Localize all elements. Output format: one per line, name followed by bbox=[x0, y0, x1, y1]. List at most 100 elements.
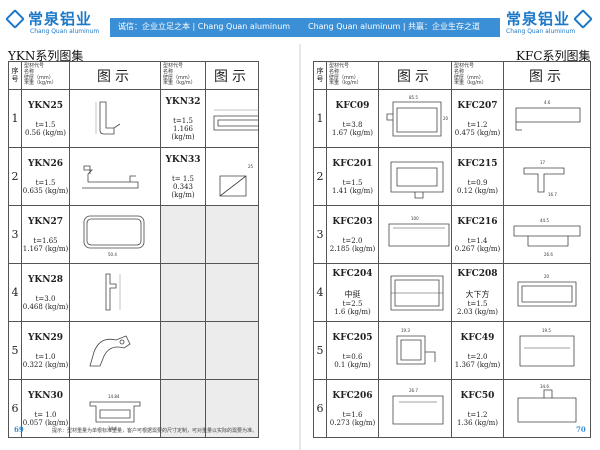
logo-diamond-icon bbox=[5, 8, 25, 29]
svg-text:20: 20 bbox=[544, 274, 550, 279]
profile-section-icon: 85.520 bbox=[386, 95, 449, 137]
profile-drawing bbox=[69, 263, 161, 322]
svg-text:25: 25 bbox=[248, 164, 254, 169]
profile-section-icon: 26.7 bbox=[392, 388, 444, 425]
info-header-line: 名称 bbox=[329, 68, 340, 75]
profile-section-icon: 44.526.6 bbox=[513, 218, 581, 257]
right-logo: 常泉铝业 Chang Quan aluminum bbox=[506, 8, 593, 35]
unit-weight: 0.057 (kg/m) bbox=[22, 418, 69, 427]
profile-info: KFC216 t=1.4 0.267 (kg/m) bbox=[451, 205, 504, 264]
wall-thickness: t=1.65 bbox=[33, 236, 58, 245]
unit-weight: 1.36 (kg/m) bbox=[457, 418, 498, 427]
profile-drawing: 100 bbox=[378, 205, 452, 264]
logo-english: Chang Quan aluminum bbox=[506, 28, 576, 35]
profile-info: YKN32 t=1.5 1.166 (kg/m) bbox=[160, 89, 206, 148]
row-number: 1 bbox=[313, 89, 327, 148]
info-header-line: 壁厚（mm） bbox=[24, 74, 54, 81]
svg-text:44.5: 44.5 bbox=[540, 218, 549, 223]
wall-thickness: t=1.0 bbox=[35, 352, 56, 361]
left-slogan: 诚信：企业立足之本 | Chang Quan aluminum bbox=[118, 22, 291, 31]
profile-code: YKN28 bbox=[28, 274, 63, 285]
profile-section-icon bbox=[390, 275, 444, 311]
table-row: 4 YKN28 t=3.0 0.468 (kg/m) bbox=[8, 263, 259, 322]
profile-code: YKN27 bbox=[28, 216, 63, 227]
unit-weight: 1.167 (kg/m) bbox=[22, 244, 69, 253]
svg-text:14.4: 14.4 bbox=[108, 426, 117, 431]
profile-info: KFC204 中挺 t=2.5 1.6 (kg/m) bbox=[326, 263, 379, 322]
svg-text:85.5: 85.5 bbox=[409, 95, 418, 100]
profile-code: YKN26 bbox=[28, 158, 63, 169]
profile-section-icon bbox=[95, 101, 121, 135]
wall-thickness: t=1.6 bbox=[342, 410, 363, 419]
table-row: 3 YKN27 t=1.65 1.167 (kg/m) 50.4 bbox=[8, 205, 259, 264]
row-number: 4 bbox=[8, 263, 22, 322]
info-header: 型材代号名称壁厚（mm）米重（kg/m） bbox=[326, 61, 379, 90]
profile-code: KFC205 bbox=[332, 332, 373, 343]
profile-drawing: 25 bbox=[205, 147, 259, 206]
info-header: 型材代号名称壁厚（mm）米重（kg/m） bbox=[21, 61, 70, 90]
profile-code: KFC208 bbox=[457, 269, 498, 279]
profile-section-icon bbox=[82, 165, 139, 189]
index-header: 序号 bbox=[313, 61, 327, 90]
profile-info: YKN27 t=1.65 1.167 (kg/m) bbox=[21, 205, 70, 264]
profile-info: KFC208 大下方 t=1.5 2.03 (kg/m) bbox=[451, 263, 504, 322]
info-header-line: 米重（kg/m） bbox=[454, 80, 487, 87]
profile-drawing: 17 bbox=[205, 89, 259, 148]
table-row: 4 KFC204 中挺 t=2.5 1.6 (kg/m) KFC208 大下方 … bbox=[313, 263, 591, 322]
unit-weight: 1.41 (kg/m) bbox=[332, 186, 373, 195]
svg-text:19.3: 19.3 bbox=[401, 328, 410, 333]
svg-text:16.7: 16.7 bbox=[548, 192, 557, 197]
left-logo: 常泉铝业 Chang Quan aluminum bbox=[5, 8, 99, 35]
profile-info: YKN29 t=1.0 0.322 (kg/m) bbox=[21, 321, 70, 380]
profile-name: 大下方 bbox=[465, 290, 490, 299]
profile-code: KFC203 bbox=[332, 216, 373, 227]
profile-code: KFC215 bbox=[457, 158, 498, 169]
svg-text:19.5: 19.5 bbox=[542, 328, 551, 333]
wall-thickness: t=1.5 bbox=[173, 116, 193, 125]
unit-weight: 0.12 (kg/m) bbox=[457, 186, 498, 195]
table-row: 3 KFC203 t=2.0 2.185 (kg/m)100 KFC216 t=… bbox=[313, 205, 591, 264]
wall-thickness: t=2.5 bbox=[342, 300, 363, 308]
profile-code: KFC204 bbox=[332, 269, 373, 279]
profile-drawing: 4.6 bbox=[503, 89, 591, 148]
right-page-title: KFC系列图集 bbox=[516, 49, 591, 63]
index-header: 序号 bbox=[8, 61, 22, 90]
figure-header: 图示 bbox=[69, 61, 161, 90]
profile-code: KFC201 bbox=[332, 158, 373, 169]
figure-header: 图示 bbox=[205, 61, 259, 90]
profile-code: YKN32 bbox=[165, 96, 201, 107]
right-header: Chang Quan aluminum | 共赢：企业生存之道 常泉铝业 Cha… bbox=[300, 0, 600, 44]
empty-info-cell bbox=[160, 205, 206, 264]
unit-weight: 0.273 (kg/m) bbox=[329, 418, 376, 427]
info-header-line: 名称 bbox=[24, 68, 35, 75]
info-header-line: 壁厚（mm） bbox=[163, 74, 193, 81]
svg-text:4.6: 4.6 bbox=[544, 100, 551, 105]
profile-code: KFC216 bbox=[457, 216, 498, 227]
profile-code: YKN30 bbox=[28, 390, 63, 401]
profile-section-icon: 19.5 bbox=[519, 328, 575, 367]
profile-drawing bbox=[378, 147, 452, 206]
info-header-line: 米重（kg/m） bbox=[24, 80, 57, 87]
profile-info: KFC203 t=2.0 2.185 (kg/m) bbox=[326, 205, 379, 264]
unit-weight: 0.635 (kg/m) bbox=[22, 186, 69, 195]
profile-section-icon: 34.6 bbox=[517, 384, 577, 423]
profile-code: KFC50 bbox=[460, 390, 495, 401]
unit-weight: 1.367 (kg/m) bbox=[454, 360, 501, 369]
row-number: 3 bbox=[8, 205, 22, 264]
profile-info: YKN28 t=3.0 0.468 (kg/m) bbox=[21, 263, 70, 322]
info-header-line: 型材代号 bbox=[454, 63, 475, 69]
svg-text:26.7: 26.7 bbox=[409, 388, 418, 393]
info-header-line: 型材代号 bbox=[24, 63, 45, 69]
empty-figure-cell bbox=[205, 263, 259, 322]
right-slogan: Chang Quan aluminum | 共赢：企业生存之道 bbox=[308, 22, 481, 31]
info-header-line: 壁厚（mm） bbox=[454, 74, 484, 81]
left-page-title: YKN系列图集 bbox=[8, 49, 84, 63]
unit-weight: 0.475 (kg/m) bbox=[454, 128, 501, 137]
profile-section-icon: 50.4 bbox=[83, 215, 145, 257]
